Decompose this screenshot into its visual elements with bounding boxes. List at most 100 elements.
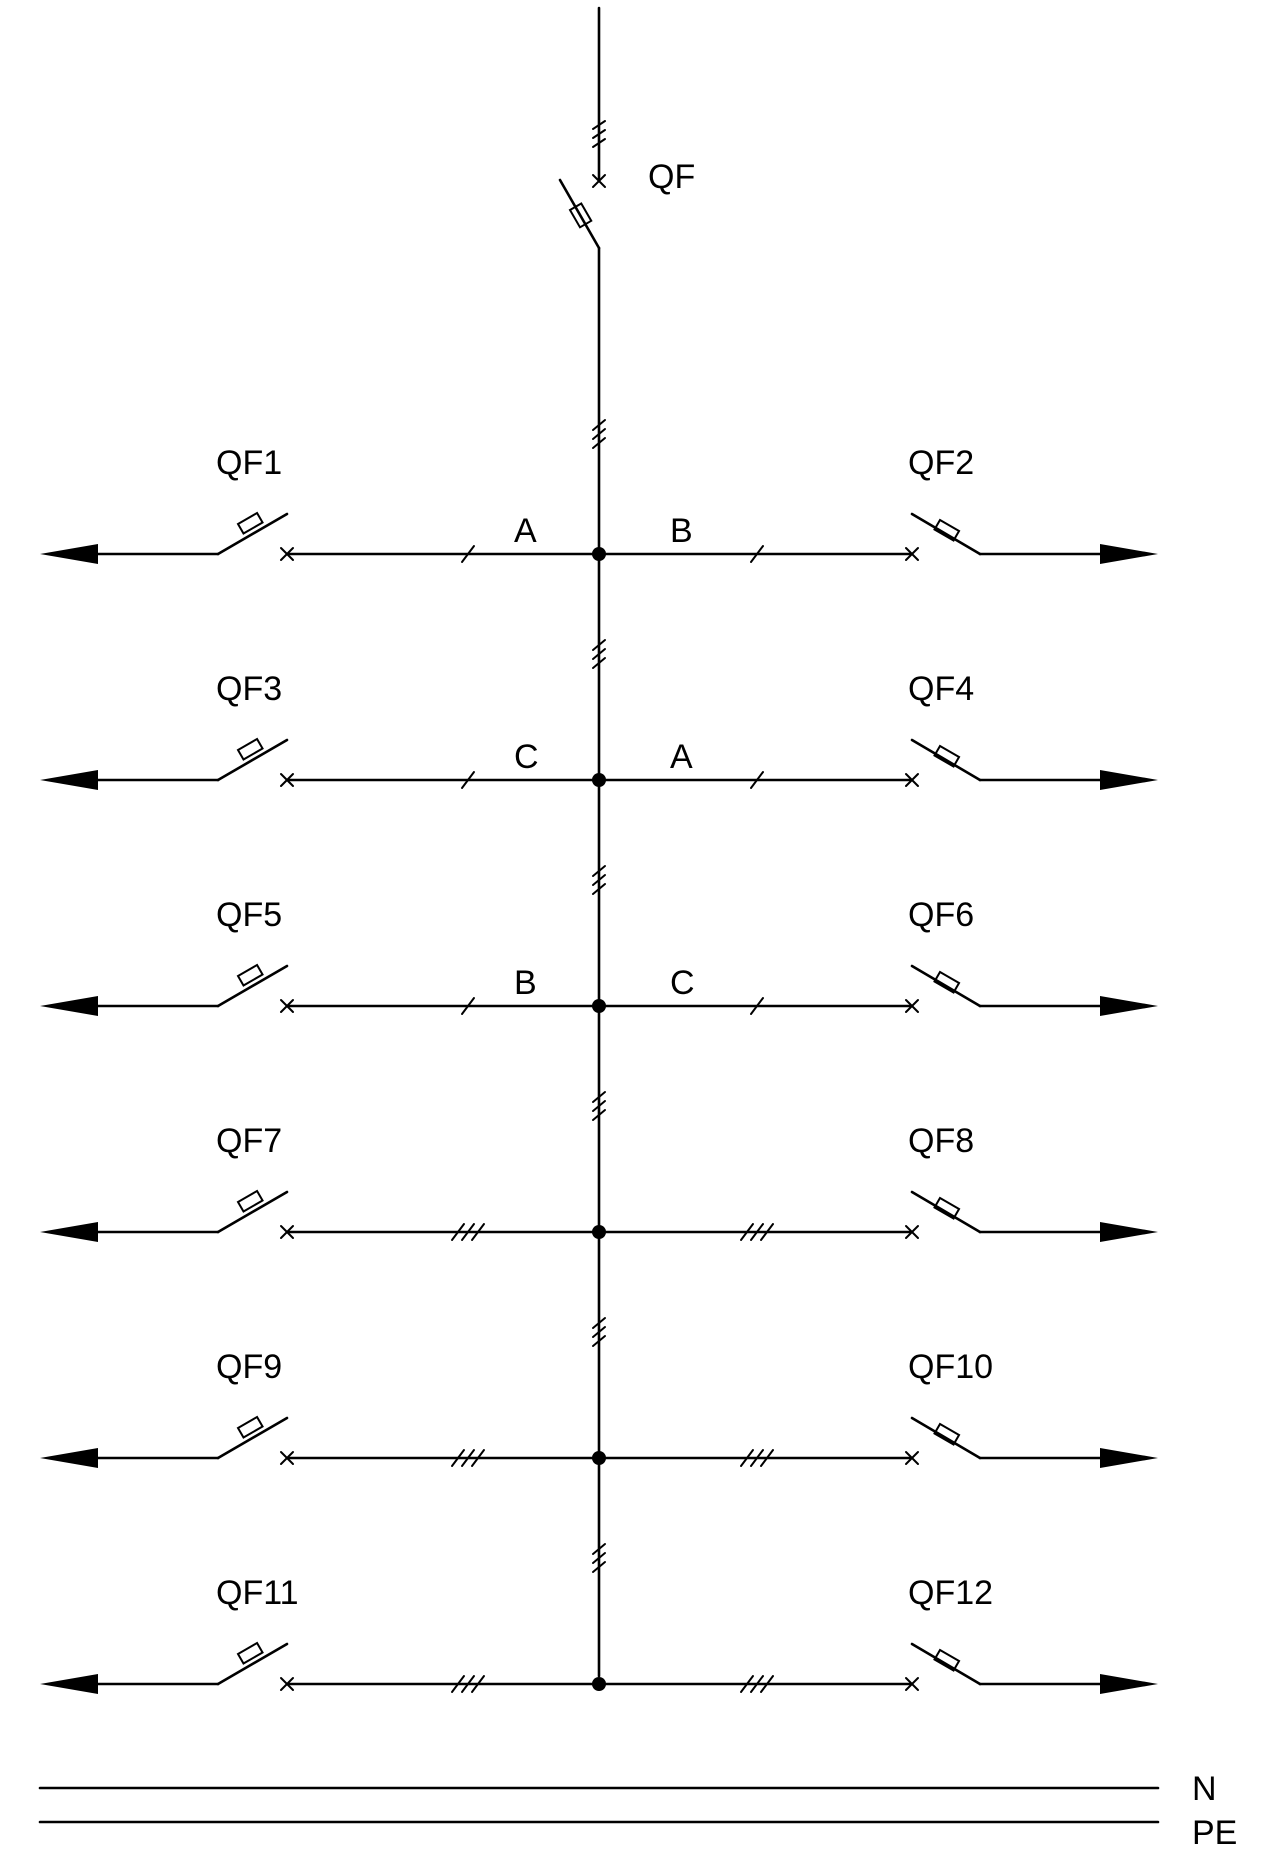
- breaker-x-mark: [905, 547, 919, 561]
- breaker-x-mark: [905, 773, 919, 787]
- breaker-x-mark: [905, 1677, 919, 1691]
- breaker-label: QF1: [216, 444, 282, 482]
- breaker-blade: [910, 964, 982, 1008]
- breaker-blade: [216, 1190, 289, 1234]
- branch-row-5: QF9 QF10: [40, 1317, 1158, 1468]
- bus-label: PE: [1192, 1814, 1237, 1852]
- breaker-trip-box: [236, 1189, 264, 1213]
- main-breaker-symbol: [558, 120, 606, 250]
- breaker-blade: [216, 964, 289, 1008]
- breaker-trip-box: [933, 1648, 961, 1672]
- breaker-label: QF6: [908, 896, 974, 934]
- conductor-tick-right: [740, 1675, 774, 1693]
- outgoing-arrow-right-icon: [1100, 1222, 1158, 1242]
- breaker-x-mark: [280, 547, 294, 561]
- breaker-trip-box: [933, 970, 961, 994]
- breaker-label: QF11: [216, 1574, 299, 1612]
- outgoing-arrow-left-icon: [40, 1674, 98, 1694]
- main-breaker-x-mark: [592, 174, 606, 188]
- breaker-label: QF5: [216, 896, 282, 934]
- breaker-blade: [910, 512, 982, 556]
- conductor-tick-right: [740, 1223, 774, 1241]
- breaker-x-mark: [280, 1451, 294, 1465]
- main-breaker-triple-tick: [592, 120, 606, 148]
- phase-label: C: [514, 738, 539, 776]
- breaker-x-mark: [280, 1225, 294, 1239]
- conductor-tick-left: [451, 1223, 485, 1241]
- breaker-x-mark: [905, 1225, 919, 1239]
- breaker-label: QF7: [216, 1122, 282, 1160]
- riser-tick: [592, 1317, 606, 1347]
- breaker-trip-box: [933, 518, 961, 542]
- breaker-label: QF9: [216, 1348, 282, 1386]
- breaker-x-mark: [280, 999, 294, 1013]
- phase-label: A: [670, 738, 693, 776]
- phase-label: A: [514, 512, 537, 550]
- riser-tick: [592, 865, 606, 895]
- branch-left-qf9: QF9: [40, 1348, 601, 1468]
- breaker-blade: [910, 1416, 982, 1460]
- breaker-label: QF3: [216, 670, 282, 708]
- breaker-x-mark: [905, 1451, 919, 1465]
- conductor-tick-right: [750, 771, 764, 789]
- phase-label: C: [670, 964, 695, 1002]
- bus-label: N: [1192, 1770, 1217, 1808]
- breaker-label: QF10: [908, 1348, 993, 1386]
- main-breaker-blade: [558, 178, 601, 250]
- conductor-tick-left: [461, 545, 475, 563]
- breaker-label: QF2: [908, 444, 974, 482]
- breaker-trip-box: [236, 1415, 264, 1439]
- conductor-tick-right: [750, 997, 764, 1015]
- breaker-blade: [910, 738, 982, 782]
- conductor-tick-left: [451, 1675, 485, 1693]
- breaker-blade: [216, 1416, 289, 1460]
- bus-n: N: [38, 1770, 1217, 1808]
- branch-left-qf11: QF11: [40, 1574, 601, 1694]
- breaker-x-mark: [280, 773, 294, 787]
- breaker-blade: [216, 738, 289, 782]
- breaker-trip-box: [933, 1196, 961, 1220]
- main-breaker-trip-box: [568, 202, 593, 229]
- breaker-trip-box: [236, 511, 264, 535]
- outgoing-arrow-left-icon: [40, 996, 98, 1016]
- outgoing-arrow-left-icon: [40, 1222, 98, 1242]
- breaker-trip-box: [236, 963, 264, 987]
- outgoing-arrow-left-icon: [40, 544, 98, 564]
- breaker-label: QF8: [908, 1122, 974, 1160]
- conductor-tick-right: [750, 545, 764, 563]
- outgoing-arrow-right-icon: [1100, 1674, 1158, 1694]
- breaker-label: QF4: [908, 670, 974, 708]
- riser-tick: [592, 639, 606, 669]
- breaker-x-mark: [905, 999, 919, 1013]
- conductor-tick-left: [451, 1449, 485, 1467]
- branch-right-qf8: QF8: [597, 1122, 1158, 1242]
- outgoing-arrow-right-icon: [1100, 544, 1158, 564]
- breaker-trip-box: [933, 744, 961, 768]
- bus-pe: PE: [38, 1814, 1237, 1852]
- branch-row-6: QF11 QF12: [40, 1543, 1158, 1694]
- branch-right-qf12: QF12: [597, 1574, 1158, 1694]
- conductor-tick-right: [740, 1449, 774, 1467]
- main-breaker-label: QF: [648, 158, 695, 196]
- breaker-x-mark: [280, 1677, 294, 1691]
- branch-row-4: QF7 QF8: [40, 1091, 1158, 1242]
- outgoing-arrow-right-icon: [1100, 996, 1158, 1016]
- breaker-blade: [216, 512, 289, 556]
- phase-label: B: [514, 964, 537, 1002]
- conductor-tick-left: [461, 997, 475, 1015]
- branch-right-qf10: QF10: [597, 1348, 1158, 1468]
- breaker-blade: [910, 1190, 982, 1234]
- breaker-blade: [910, 1642, 982, 1686]
- breaker-trip-box: [933, 1422, 961, 1446]
- outgoing-arrow-right-icon: [1100, 770, 1158, 790]
- breaker-trip-box: [236, 1641, 264, 1665]
